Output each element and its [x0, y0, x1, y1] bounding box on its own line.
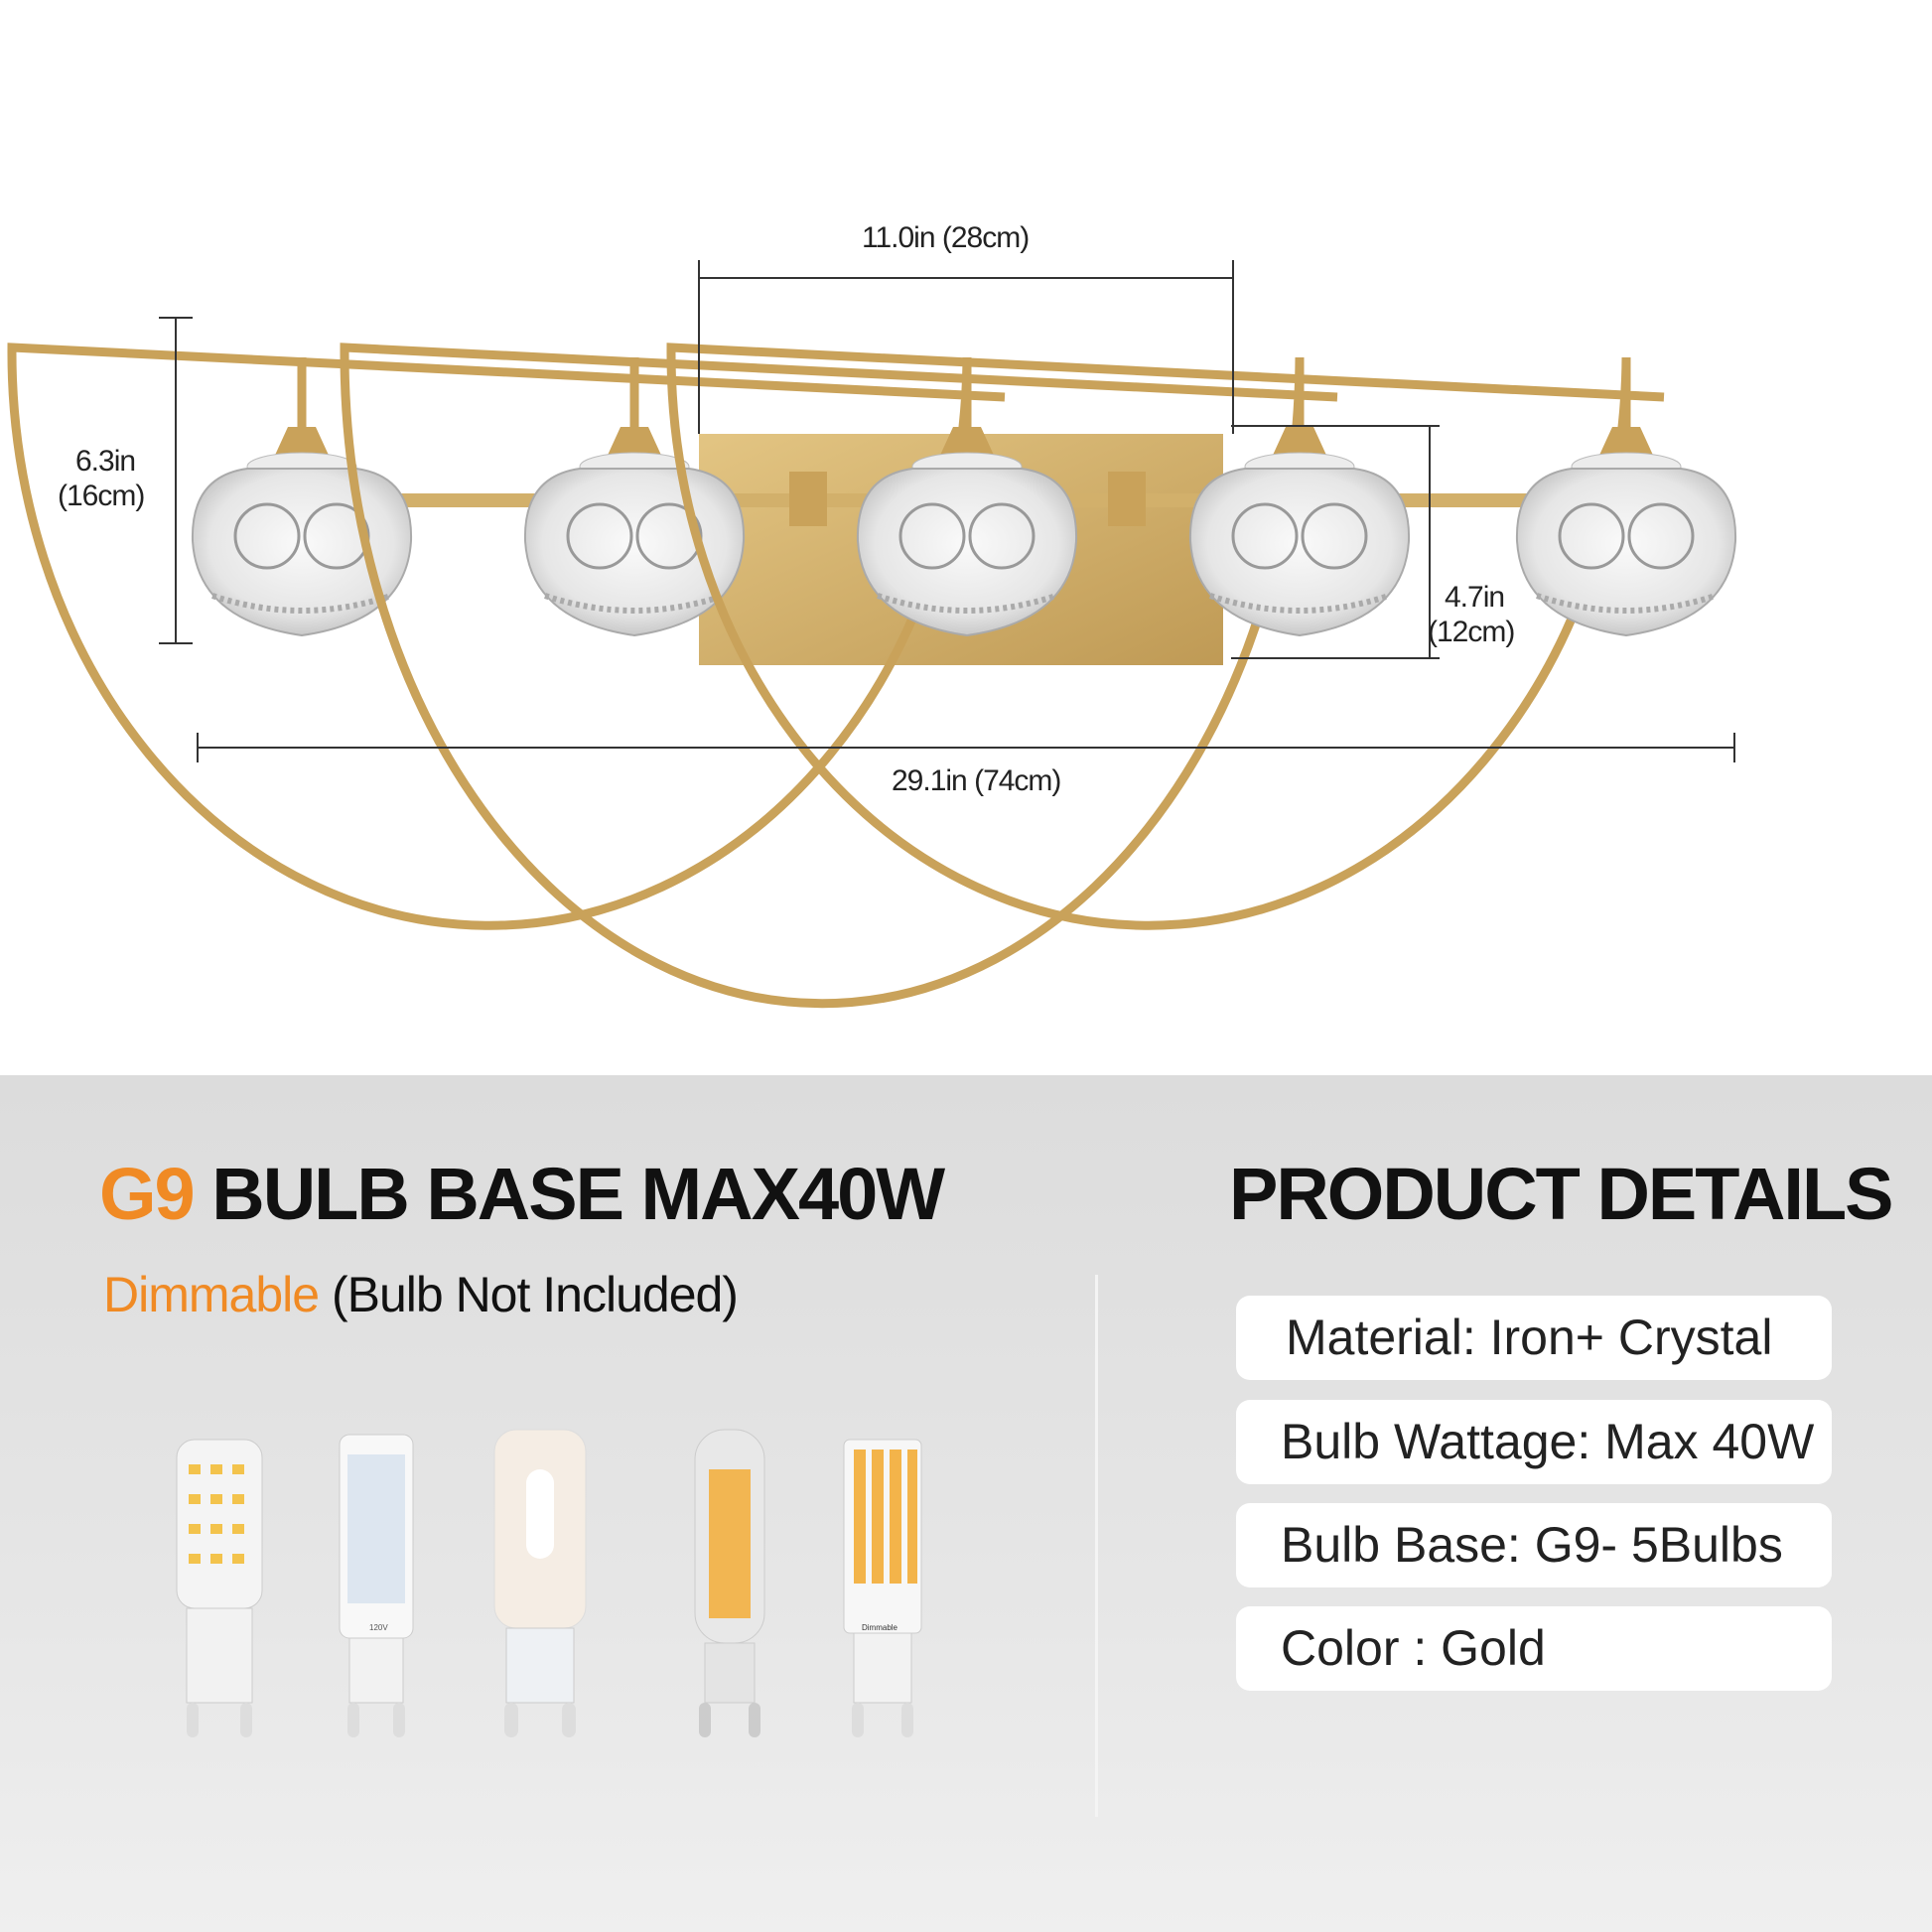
- detail-base: Bulb Base: G9- 5Bulbs: [1236, 1503, 1832, 1587]
- height-dimension-in: 6.3in: [75, 445, 136, 478]
- shade-dimension-cm: (12cm): [1428, 616, 1515, 648]
- bulb-3: [493, 1429, 587, 1737]
- bulb-types-image: 120V Dimmable: [176, 1429, 922, 1737]
- subtitle-rest: (Bulb Not Included): [319, 1267, 739, 1322]
- title-accent: G9: [99, 1153, 196, 1235]
- detail-color: Color : Gold: [1236, 1606, 1832, 1691]
- svg-text:Dimmable: Dimmable: [862, 1623, 898, 1632]
- bulb-2: 120V: [339, 1434, 414, 1737]
- crystal-shade: [666, 343, 1737, 930]
- crystal-shade: [7, 343, 1078, 930]
- bulb-4: [694, 1429, 765, 1737]
- segment-dimension: 11.0in (28cm): [862, 221, 1030, 254]
- product-details-title: PRODUCT DETAILS: [1229, 1153, 1894, 1235]
- bulb-5: Dimmable: [843, 1439, 922, 1737]
- detail-material: Material: Iron+ Crystal: [1236, 1296, 1832, 1380]
- vanity-light-fixture-image: [7, 260, 1737, 1009]
- bulb-1: [176, 1439, 263, 1737]
- shade-dimension-in: 4.7in: [1445, 581, 1505, 614]
- bulb-base-title: G9 BULB BASE MAX40W: [99, 1152, 945, 1236]
- divider: [1095, 1275, 1098, 1817]
- dimension-lines: [159, 260, 1735, 762]
- title-rest: BULB BASE MAX40W: [193, 1153, 945, 1235]
- height-dimension-cm: (16cm): [58, 480, 145, 512]
- svg-text:120V: 120V: [369, 1623, 388, 1632]
- detail-wattage: Bulb Wattage: Max 40W: [1236, 1400, 1832, 1484]
- dimmable-subtitle: Dimmable (Bulb Not Included): [103, 1266, 739, 1323]
- length-dimension: 29.1in (74cm): [892, 764, 1061, 797]
- subtitle-accent: Dimmable: [103, 1267, 320, 1322]
